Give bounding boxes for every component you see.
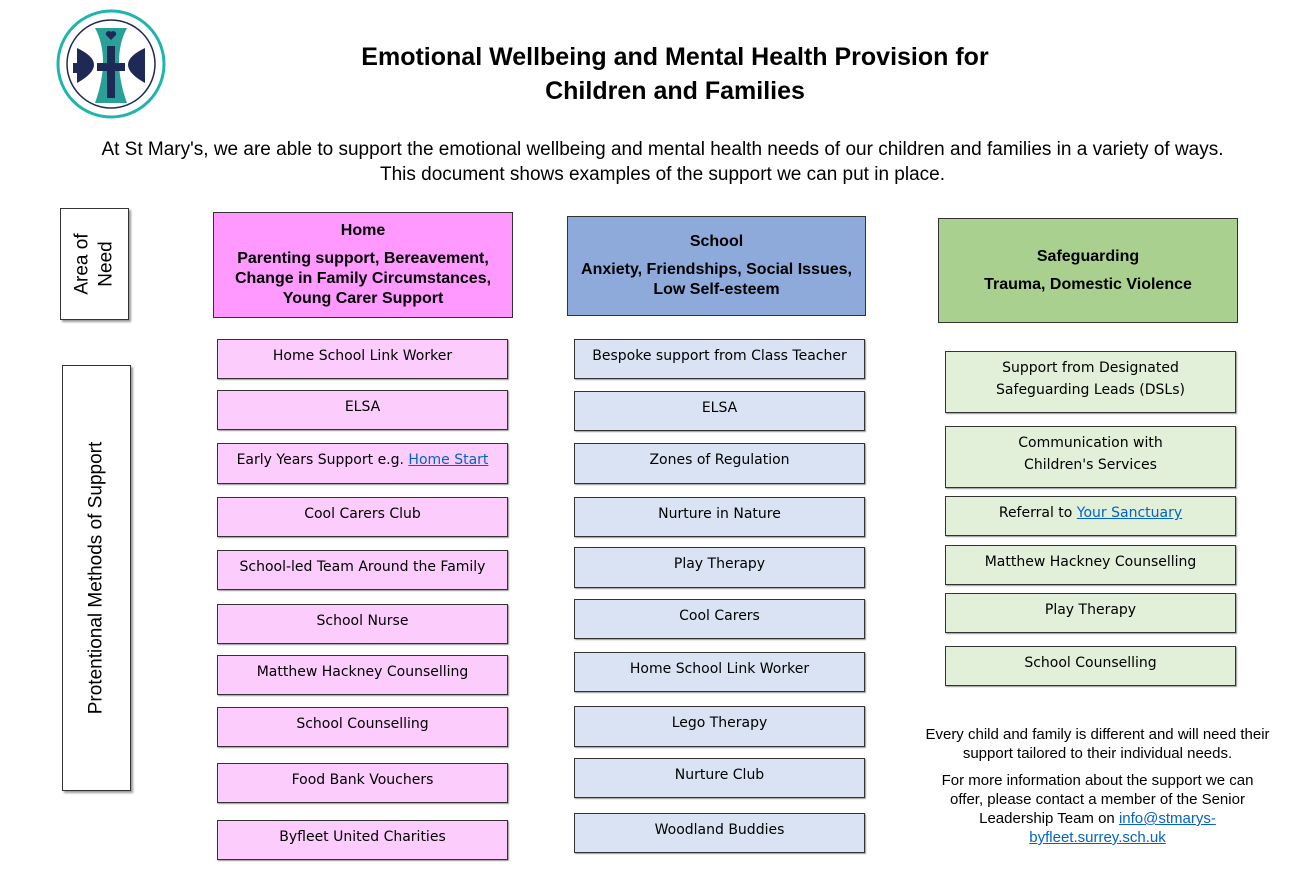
support-item: School Counselling — [945, 646, 1236, 686]
support-item-text: Cool Carers — [679, 608, 760, 624]
support-item: School Counselling — [217, 707, 508, 747]
support-item: School-led Team Around the Family — [217, 550, 508, 590]
support-item: Cool Carers — [574, 599, 865, 639]
support-item-text: Zones of Regulation — [649, 452, 790, 468]
support-item: Food Bank Vouchers — [217, 763, 508, 803]
support-item-text: Lego Therapy — [671, 715, 768, 731]
methods-label-box: Protentional Methods of Support — [62, 365, 131, 791]
area-title: School — [689, 233, 744, 250]
support-item-text: ELSA — [701, 400, 738, 416]
support-item-text: Byfleet United Charities — [279, 829, 446, 845]
area-of-need-label-box: Area of Need — [60, 208, 129, 320]
support-item: Zones of Regulation — [574, 443, 865, 484]
support-item-text: Matthew Hackney Counselling — [984, 554, 1197, 570]
area-title: Safeguarding — [1036, 247, 1140, 265]
page-title: Emotional Wellbeing and Mental Health Pr… — [260, 40, 1090, 108]
support-item: ELSA — [574, 391, 865, 431]
support-item-text: Support from Designated Safeguarding Lea… — [996, 360, 1185, 398]
support-item: Matthew Hackney Counselling — [217, 655, 508, 695]
support-item-text: Play Therapy — [1044, 602, 1137, 618]
support-item-text: Home School Link Worker — [272, 348, 453, 364]
note-contact: For more information about the support w… — [925, 771, 1270, 847]
email-link[interactable]: info@stmarys-byfleet.surrey.sch.uk — [1029, 810, 1216, 846]
support-item: Nurture in Nature — [574, 497, 865, 537]
support-item: Nurture Club — [574, 758, 865, 798]
support-item: School Nurse — [217, 604, 508, 644]
methods-label: Protentional Methods of Support — [85, 441, 107, 715]
support-item: Matthew Hackney Counselling — [945, 545, 1236, 585]
support-item-text: School-led Team Around the Family — [239, 559, 486, 575]
area-needs: Anxiety, Friendships, Social Issues, Low… — [581, 261, 852, 298]
support-item: Bespoke support from Class Teacher — [574, 339, 865, 379]
support-item: Lego Therapy — [574, 706, 865, 747]
support-item-text: Home School Link Worker — [629, 661, 810, 677]
area-title: Home — [340, 222, 386, 239]
support-item-text: Communication with Children's Services — [1018, 435, 1163, 473]
support-item-text: Early Years Support e.g. — [236, 452, 409, 468]
support-item-text: Play Therapy — [673, 556, 766, 572]
support-item-text: School Counselling — [1024, 655, 1157, 671]
support-item-text: Woodland Buddies — [654, 822, 785, 838]
support-item-link[interactable]: Your Sanctuary — [1076, 505, 1183, 521]
support-item: Woodland Buddies — [574, 813, 865, 853]
note-contact-text: For more information about the support w… — [941, 772, 1254, 827]
support-item-text: School Nurse — [316, 613, 409, 629]
support-item: ELSA — [217, 390, 508, 430]
intro-text: At St Mary's, we are able to support the… — [101, 139, 1224, 185]
title-line-2: Children and Families — [545, 77, 805, 105]
school-logo — [55, 8, 167, 120]
contact-note: Every child and family is different and … — [925, 725, 1270, 855]
support-item: Byfleet United Charities — [217, 820, 508, 860]
support-item: Cool Carers Club — [217, 497, 508, 537]
support-item-text: ELSA — [344, 399, 381, 415]
area-needs: Trauma, Domestic Violence — [984, 275, 1192, 293]
area-of-need-label: Area of Need — [71, 233, 117, 295]
support-item-link[interactable]: Home Start — [408, 452, 489, 468]
support-item: Play Therapy — [945, 593, 1236, 633]
note-tailored: Every child and family is different and … — [925, 726, 1270, 762]
support-item-text: Food Bank Vouchers — [291, 772, 434, 788]
support-item-text: Matthew Hackney Counselling — [256, 664, 469, 680]
support-item-text: Cool Carers Club — [304, 506, 421, 522]
support-item: Play Therapy — [574, 547, 865, 588]
support-item-text: Bespoke support from Class Teacher — [592, 348, 847, 364]
title-line-1: Emotional Wellbeing and Mental Health Pr… — [361, 43, 989, 71]
support-item: Home School Link Worker — [574, 652, 865, 692]
support-item-text: Nurture in Nature — [658, 506, 781, 522]
support-item: Home School Link Worker — [217, 339, 508, 379]
support-item: Referral to Your Sanctuary — [945, 496, 1236, 536]
area-needs: Parenting support, Bereavement, Change i… — [234, 250, 492, 307]
support-item-text: Nurture Club — [674, 767, 765, 783]
support-item-text: Referral to — [998, 505, 1077, 521]
support-item: Support from Designated Safeguarding Lea… — [945, 351, 1236, 413]
support-item: Early Years Support e.g. Home Start — [217, 443, 508, 484]
support-item-text: School Counselling — [296, 716, 429, 732]
support-item: Communication with Children's Services — [945, 426, 1236, 488]
